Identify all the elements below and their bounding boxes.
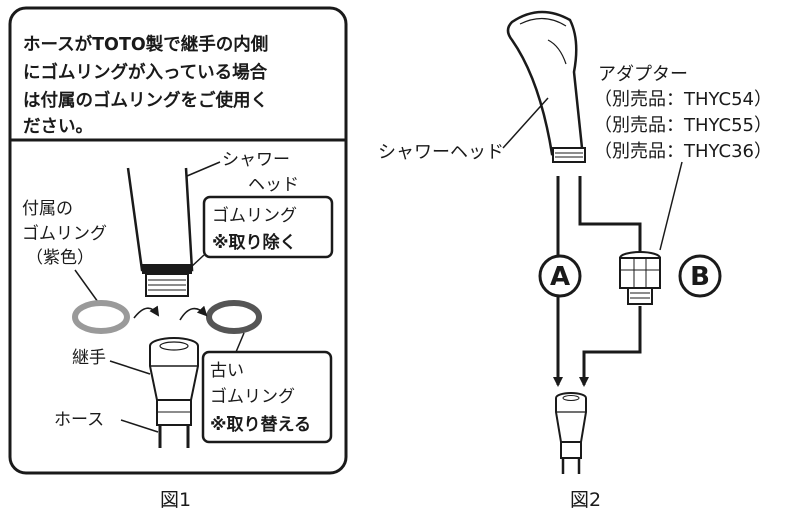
figure-2: シャワーヘッド アダプター （別売品：THYC54） （別売品：THYC55） … (378, 10, 778, 511)
joint-fig2 (555, 392, 587, 474)
included-ring-label-3: （紫色） (26, 248, 94, 268)
adapter-part-3: （別売品：THYC36） (594, 141, 772, 162)
figure-1: ホースがTOTO製で継手の内側 にゴムリングが入っている場合 は付属のゴムリング… (8, 6, 348, 511)
included-ring-label: 付属の ゴムリング （紫色） (22, 199, 112, 268)
included-ring-label-2: ゴムリング (22, 223, 107, 244)
adapter-label: アダプター (598, 64, 688, 85)
shower-head-leader (186, 161, 221, 177)
replace-ring-callout: 古い ゴムリング ※取り替える (201, 332, 333, 444)
note-line-2: にゴムリングが入っている場合 (23, 62, 268, 83)
note-text: ホースがTOTO製で継手の内側 にゴムリングが入っている場合 は付属のゴムリング… (23, 34, 274, 137)
hose-label: ホース (54, 410, 104, 430)
figure-2-caption: 図2 (570, 489, 601, 511)
replace-box-line-1: 古い (210, 361, 244, 381)
shower-head-stem (126, 167, 194, 297)
adapter-leader (659, 161, 683, 251)
figure-1-caption: 図1 (160, 489, 191, 511)
remove-box-line-1: ゴムリング (212, 205, 297, 226)
included-ring-leader (74, 269, 99, 303)
included-ring-label-1: 付属の (22, 199, 73, 219)
shower-head-label-1: シャワー (222, 150, 290, 170)
note-line-1: ホースがTOTO製で継手の内側 (23, 34, 268, 55)
included-ring (72, 300, 130, 334)
svg-text:古い ゴムリング ※取り替え: 古い ゴムリング ※取り替える (210, 361, 311, 435)
shower-head-leader-fig2 (502, 97, 549, 149)
remove-ring-callout: ゴムリング ※取り除く (189, 195, 334, 269)
adapter-part-1: （別売品：THYC54） (594, 89, 772, 110)
swap-arrow-right (179, 305, 208, 321)
joint (149, 337, 199, 401)
shower-head-label: シャワー ヘッド (222, 150, 299, 195)
old-ring (206, 300, 262, 334)
note-line-4: ださい。 (23, 117, 93, 137)
swap-arrow-left (133, 305, 160, 319)
adapter-part-2: （別売品：THYC55） (594, 115, 772, 136)
route-a-text: A (550, 262, 570, 292)
replace-box-line-2: ゴムリング (210, 386, 295, 407)
route-b-line-top (578, 176, 642, 252)
hose (156, 399, 192, 448)
replace-box-line-3: ※取り替える (210, 414, 311, 435)
joint-label: 継手 (72, 348, 106, 368)
adapter-parts: （別売品：THYC54） （別売品：THYC55） （別売品：THYC36） (594, 89, 778, 162)
remove-box-line-2: ※取り除く (212, 232, 297, 253)
note-line-3: は付属のゴムリングをご使用く (23, 90, 268, 111)
shower-head-label-fig2: シャワーヘッド (378, 142, 504, 163)
joint-leader (109, 360, 151, 375)
adapter (619, 251, 661, 305)
svg-text:ゴムリング ※取り除く: ゴムリング ※取り除く (212, 205, 302, 253)
shower-head-handle (506, 10, 586, 163)
shower-head-label-2: ヘッド (248, 175, 299, 195)
route-a-badge (538, 254, 582, 298)
route-b-line-bottom (579, 306, 642, 387)
hose-leader (120, 419, 159, 433)
route-b-text: B (690, 262, 710, 292)
route-b-badge (678, 254, 722, 298)
